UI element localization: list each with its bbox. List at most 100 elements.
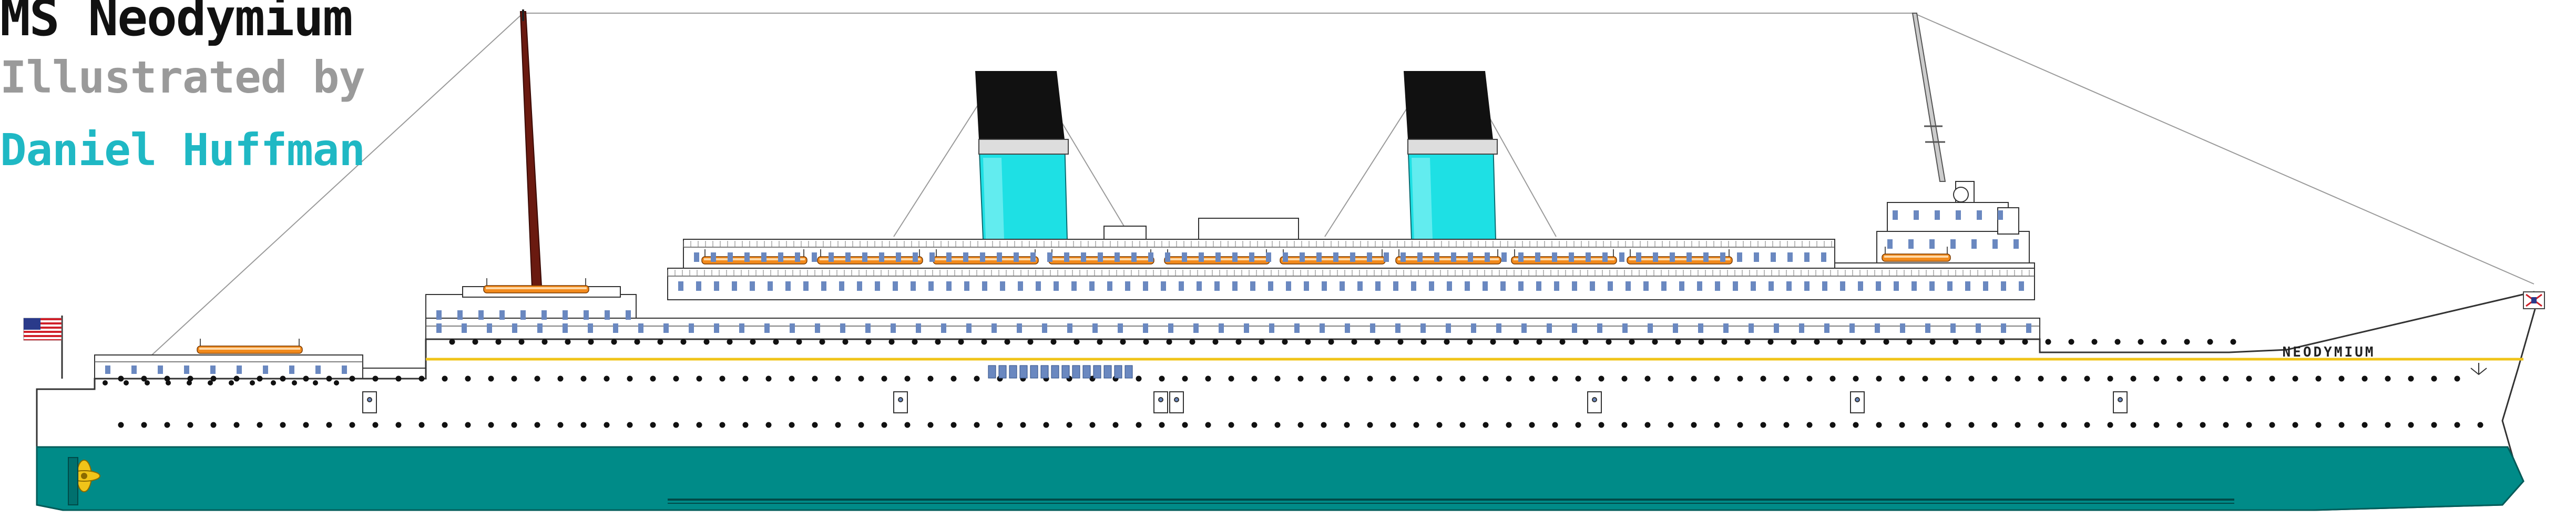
porthole: [1159, 422, 1165, 428]
porthole: [611, 339, 617, 345]
window: [1350, 252, 1355, 262]
gangway-window: [1072, 365, 1080, 379]
window: [739, 323, 744, 333]
window: [1393, 281, 1398, 291]
gangway-window: [988, 365, 996, 379]
hull-door: [893, 391, 908, 413]
window: [865, 323, 871, 333]
gangway-window: [1093, 365, 1101, 379]
porthole: [1205, 375, 1211, 382]
porthole: [958, 339, 964, 345]
porthole: [1506, 375, 1512, 382]
lifeboat: [483, 278, 589, 293]
porthole: [1598, 375, 1604, 382]
porthole: [1606, 339, 1612, 345]
porthole: [1089, 422, 1096, 428]
porthole: [488, 422, 494, 428]
porthole: [2084, 375, 2090, 382]
porthole: [1853, 375, 1859, 382]
hull-name: NEODYMIUM: [2283, 344, 2376, 360]
rail-posts: [667, 241, 2030, 276]
window: [1018, 281, 1023, 291]
porthole: [1721, 339, 1727, 345]
window: [875, 281, 880, 291]
porthole: [1744, 339, 1751, 345]
porthole: [472, 339, 478, 345]
porthole: [1968, 422, 1975, 428]
porthole: [2061, 375, 2067, 382]
window: [785, 281, 791, 291]
window: [1900, 323, 1905, 333]
window: [263, 365, 268, 374]
porthole: [1259, 339, 1265, 345]
window: [1849, 323, 1855, 333]
porthole: [511, 422, 517, 428]
porthole: [210, 375, 217, 382]
porthole: [927, 375, 934, 382]
porthole: [1714, 375, 1720, 382]
porthole: [1675, 339, 1681, 345]
window: [1468, 252, 1473, 262]
porthole: [812, 422, 818, 428]
window: [1749, 323, 1754, 333]
porthole: [1374, 339, 1381, 345]
window: [588, 323, 593, 333]
porthole: [2246, 422, 2252, 428]
window: [964, 281, 969, 291]
porthole: [1251, 422, 1258, 428]
porthole: [1575, 422, 1581, 428]
window: [1357, 281, 1363, 291]
porthole: [789, 375, 795, 382]
porthole: [1305, 339, 1311, 345]
porthole: [1621, 375, 1628, 382]
window: [1098, 252, 1103, 262]
window: [1935, 210, 1940, 220]
porthole: [1120, 339, 1126, 345]
porthole: [1282, 339, 1288, 345]
window: [1266, 252, 1271, 262]
porthole: [349, 375, 355, 382]
window: [1067, 323, 1072, 333]
porthole: [292, 380, 297, 385]
window: [1219, 323, 1224, 333]
porthole: [141, 422, 147, 428]
window: [1586, 252, 1591, 262]
window: [1977, 210, 1982, 220]
porthole: [1644, 422, 1651, 428]
porthole: [765, 375, 772, 382]
porthole: [1691, 422, 1697, 428]
window: [541, 310, 547, 320]
window: [1340, 281, 1345, 291]
window: [1417, 252, 1423, 262]
porthole: [888, 339, 895, 345]
porthole: [2338, 375, 2345, 382]
credit-line-2: Daniel Huffman: [0, 124, 365, 176]
gangway-windows: [988, 365, 1133, 379]
window: [1965, 281, 1970, 291]
window: [1723, 323, 1729, 333]
porthole: [534, 422, 540, 428]
porthole: [703, 339, 710, 345]
porthole: [1976, 339, 1982, 345]
window: [1232, 281, 1238, 291]
window: [1244, 323, 1249, 333]
window: [1501, 252, 1507, 262]
porthole: [1991, 375, 1998, 382]
window: [778, 252, 783, 262]
window: [663, 323, 669, 333]
porthole: [1575, 375, 1581, 382]
window: [840, 323, 845, 333]
window: [941, 323, 946, 333]
anchor-icon: [2470, 363, 2487, 375]
window: [1976, 323, 1981, 333]
window: [1300, 252, 1305, 262]
window: [184, 365, 189, 374]
porthole: [1529, 422, 1535, 428]
porthole: [650, 375, 656, 382]
window: [1165, 252, 1170, 262]
window: [1950, 323, 1956, 333]
porthole: [1922, 375, 1928, 382]
window: [1465, 281, 1470, 291]
porthole: [1582, 339, 1589, 345]
porthole: [442, 375, 448, 382]
